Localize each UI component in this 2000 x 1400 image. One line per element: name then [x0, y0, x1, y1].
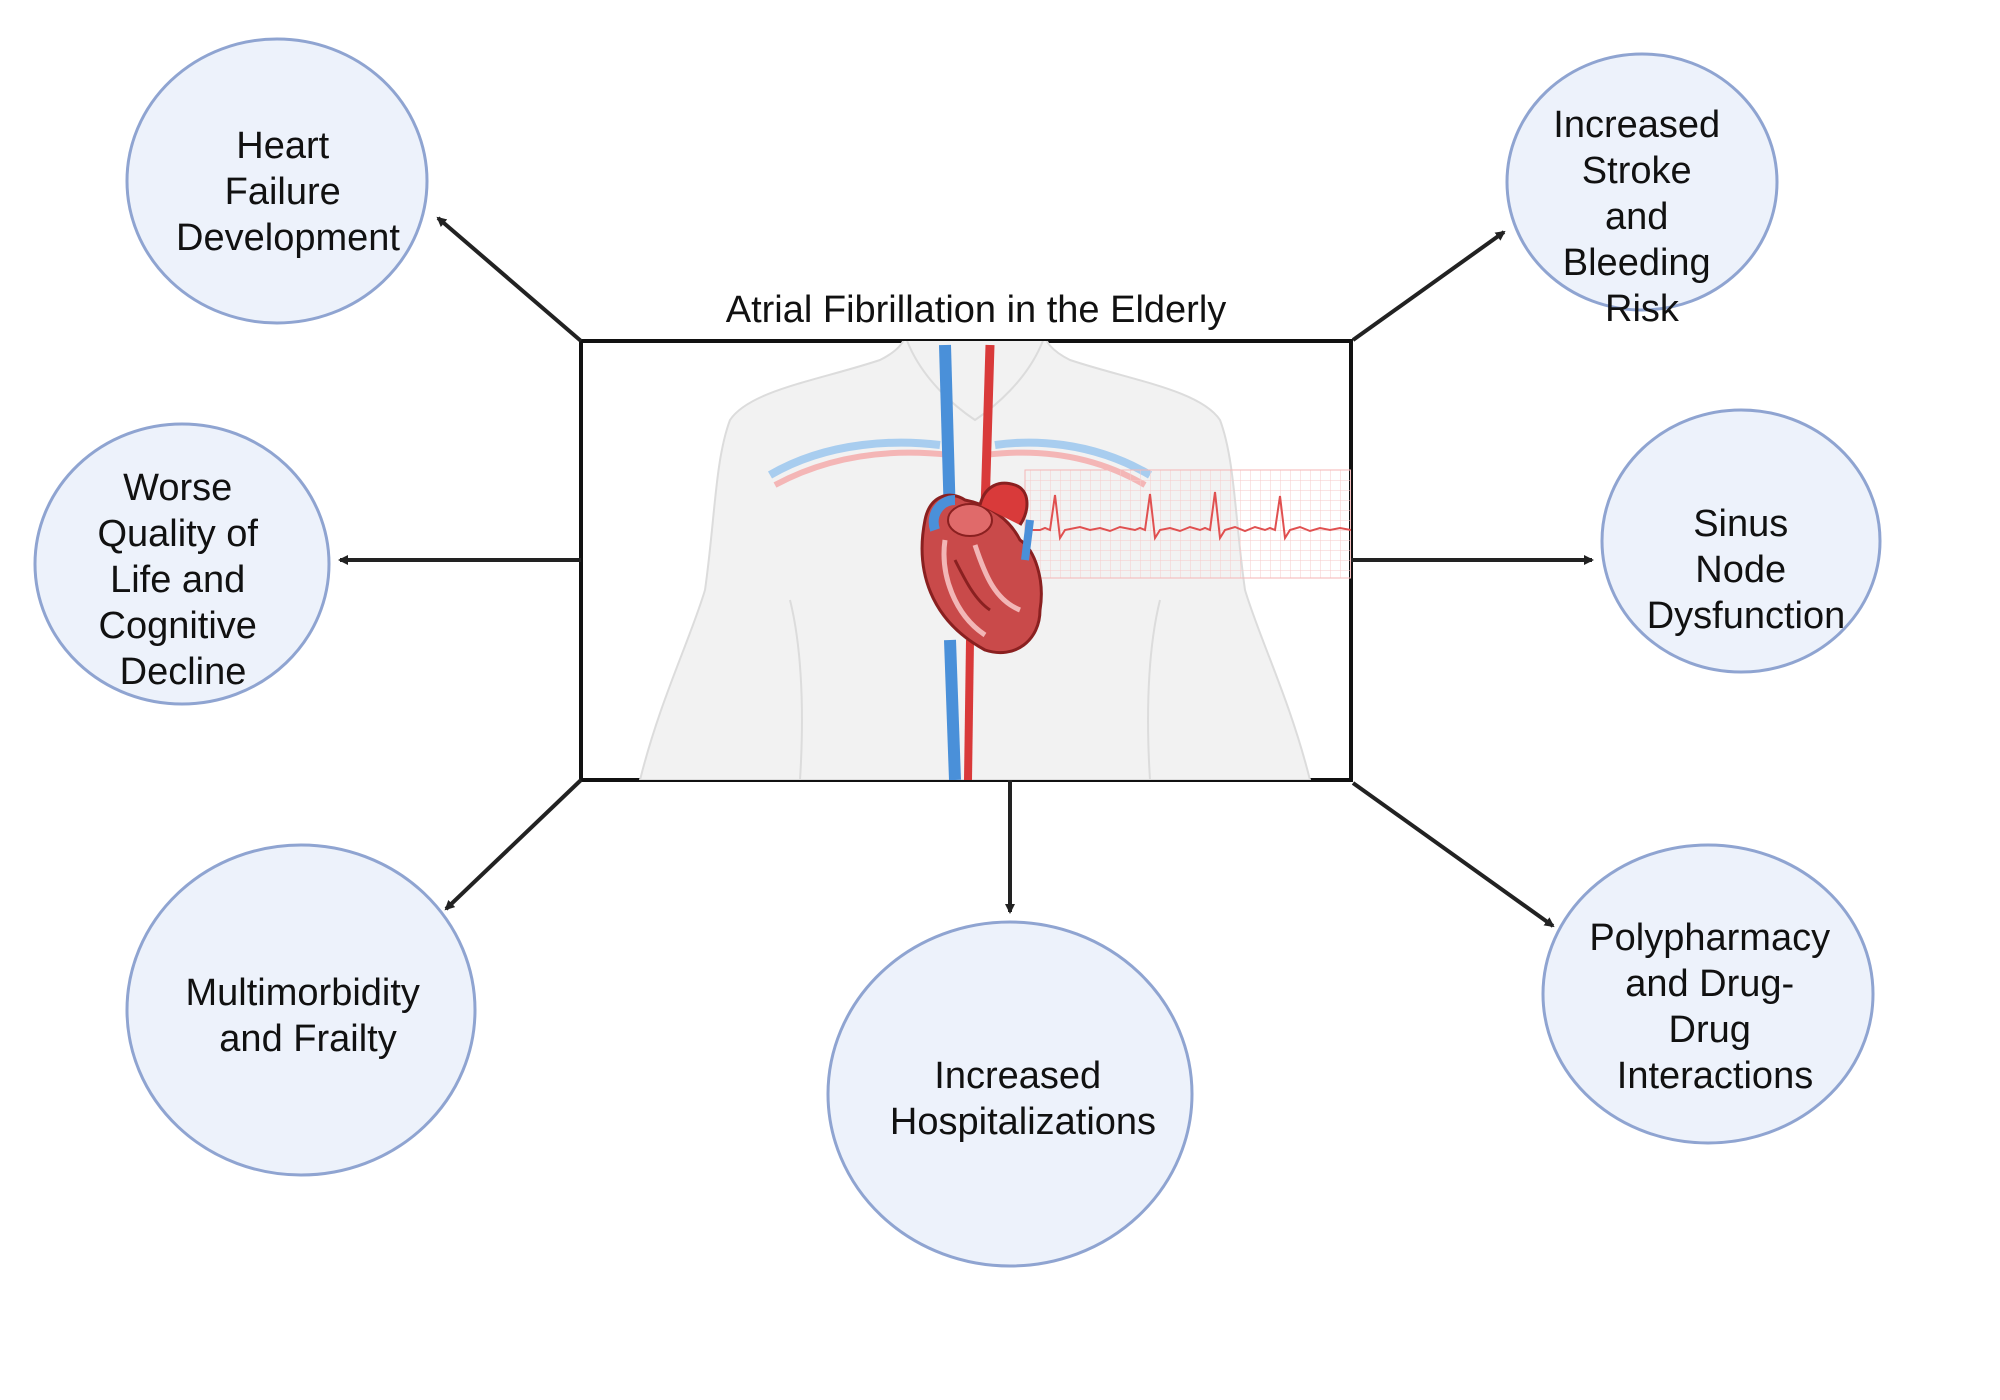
svg-text:Increased Hospitalizatio: Increased Hospitalizations [890, 1055, 1156, 1143]
node-label-line: Bleeding [1563, 242, 1711, 284]
arrow-to-heart-failure [436, 216, 583, 343]
node-label-line: Heart [236, 125, 329, 167]
node-sinus-node: Sinus Node Dysfunction [1600, 408, 1882, 674]
connector-arrows [338, 216, 1594, 928]
node-multimorbidity: Multimorbidity and Frailty [125, 843, 477, 1177]
anatomical-heart-icon [920, 481, 1043, 655]
central-illustration [579, 339, 1353, 782]
node-hospitalizations: Increased Hospitalizations [826, 920, 1194, 1268]
node-label-line: Worse [123, 467, 232, 509]
node-label-line: Stroke [1582, 150, 1692, 192]
node-label-line: Increased [1553, 104, 1720, 146]
node-polypharmacy: Polypharmacy and Drug- Drug Interactions [1541, 843, 1875, 1145]
node-label-line: Increased [934, 1055, 1101, 1097]
node-heart-failure: Heart Failure Development [125, 37, 429, 325]
node-label-line: Sinus [1693, 503, 1788, 545]
node-label-line: Node [1695, 549, 1786, 591]
diagram-title: Atrial Fibrillation in the Elderly [726, 289, 1227, 331]
node-label-line: Drug [1669, 1009, 1751, 1051]
svg-text:Increased Stroke a: Increased Stroke and Bleeding Risk [1553, 104, 1730, 330]
node-label-line: Interactions [1617, 1055, 1813, 1097]
arrow-to-stroke-bleeding [1351, 230, 1506, 342]
svg-text:Sinus Node Dysfunc: Sinus Node Dysfunction [1647, 503, 1846, 637]
node-label-line: Cognitive [99, 605, 257, 647]
node-label-line: Decline [120, 651, 247, 693]
node-label-line: Risk [1605, 288, 1680, 330]
node-label-line: Dysfunction [1647, 595, 1846, 637]
node-label-line: and Frailty [219, 1018, 396, 1060]
node-label-line: Failure [225, 171, 341, 213]
svg-text:Multimorbidity and Frail: Multimorbidity and Frailty [186, 972, 431, 1060]
arrow-to-polypharmacy [1351, 781, 1555, 928]
node-label-line: Quality of [97, 513, 258, 555]
node-label-line: Polypharmacy [1589, 917, 1830, 959]
node-stroke-bleeding: Increased Stroke and Bleeding Risk [1505, 52, 1779, 330]
svg-text:Worse Quality of L: Worse Quality of Life and Cognitive Decl… [97, 467, 268, 693]
node-label-line: Life and [110, 559, 245, 601]
node-label-line: Hospitalizations [890, 1101, 1156, 1143]
ecg-strip-icon [1024, 469, 1351, 579]
svg-text:Heart Failure Deve: Heart Failure Development [176, 125, 400, 259]
node-label-line: and [1605, 196, 1668, 238]
svg-text:Polypharmacy and Drug-: Polypharmacy and Drug- Drug Interactions [1589, 917, 1840, 1097]
node-label-line: Multimorbidity [186, 972, 420, 1014]
arrow-to-multimorbidity [444, 778, 583, 911]
node-label-line: and Drug- [1625, 963, 1794, 1005]
node-label-line: Development [176, 217, 400, 259]
node-worse-quality: Worse Quality of Life and Cognitive Decl… [33, 422, 331, 706]
